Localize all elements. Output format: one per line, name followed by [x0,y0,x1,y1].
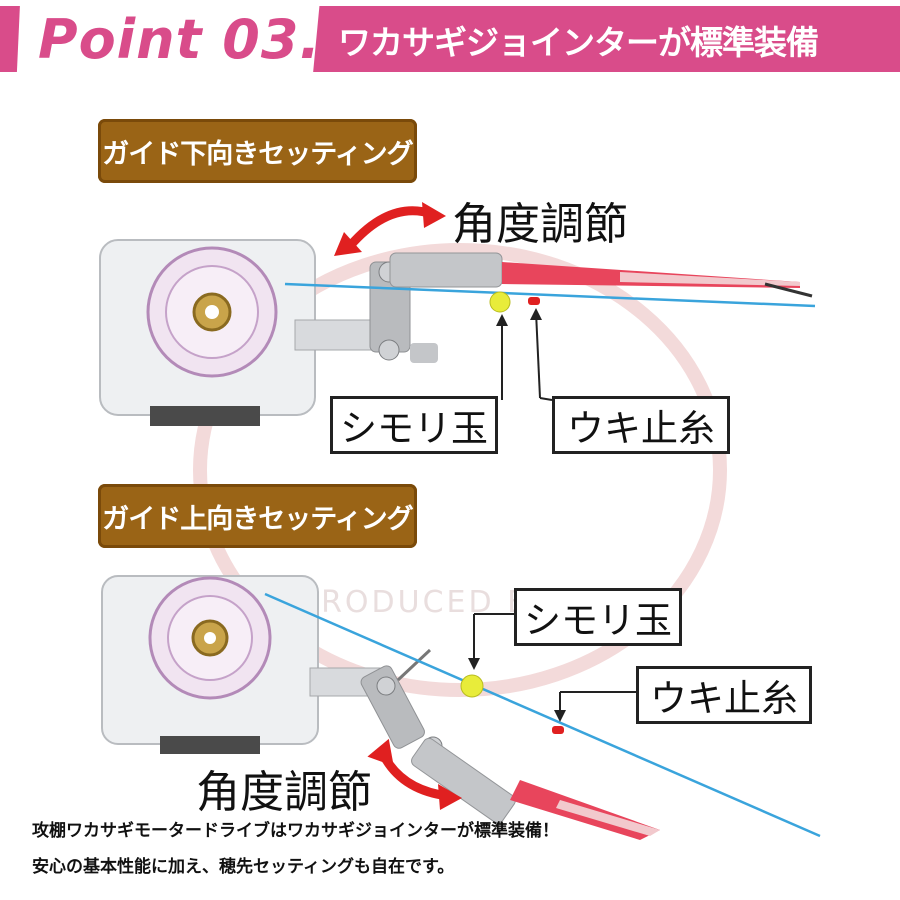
reel-top [99,239,376,426]
caption-line-1: 攻棚ワカサギモータードライブはワカサギジョインターが標準装備！ [32,821,559,841]
callout-shimori-bead-top: シモリ玉 [330,396,498,454]
callout-float-stopper-top: ウキ止糸 [552,396,730,454]
header-banner [0,0,900,92]
callout-float-stopper-bottom: ウキ止糸 [636,666,812,724]
banner-title: ワカサギジョインターが標準装備 [338,23,819,62]
reel-bottom [101,575,381,754]
joint-top [369,252,503,363]
callout-shimori-bead-bottom: シモリ玉 [514,588,682,646]
badge-guide-up-setting: ガイド上向きセッティング [98,484,417,548]
badge-guide-down-setting: ガイド下向きセッティング [98,119,417,183]
point-number-label: Point 03. [38,8,321,71]
caption-line-2: 安心の基本性能に加え、穂先セッティングも自在です。 [32,857,455,877]
angle-adjust-label-top: 角度調節 [452,199,628,250]
joint-bottom [360,665,516,824]
angle-adjust-label-bottom: 角度調節 [196,767,372,818]
